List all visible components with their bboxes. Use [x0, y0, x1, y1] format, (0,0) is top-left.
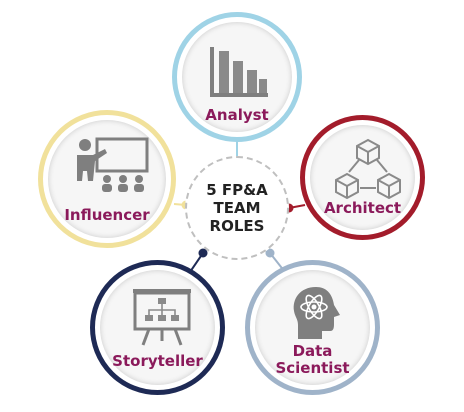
center-title-line1: 5 FP&A [206, 181, 268, 199]
role-analyst: Analyst [172, 12, 302, 142]
role-architect: Architect [300, 115, 425, 240]
bar-chart-icon [210, 47, 268, 97]
role-label-analyst: Analyst [205, 106, 269, 124]
center-title: 5 FP&A TEAM ROLES [185, 156, 289, 260]
teacher-audience-icon [77, 137, 149, 192]
center-title-line2: TEAM [213, 199, 261, 217]
role-storyteller: Storyteller [90, 260, 225, 395]
role-label-data-scientist-line2: Scientist [275, 359, 350, 377]
connector-dot-data-scientist [265, 248, 275, 258]
role-label-influencer: Influencer [64, 206, 150, 224]
cubes-network-icon [335, 138, 401, 200]
role-label-storyteller: Storyteller [112, 352, 203, 370]
role-label-architect: Architect [323, 199, 402, 217]
role-label-data-scientist-line1: Data [292, 342, 333, 360]
center-title-line3: ROLES [209, 217, 265, 235]
connector-dot-storyteller [198, 248, 208, 258]
role-label-data-scientist: Data Scientist [250, 343, 375, 377]
presentation-board-icon [133, 289, 191, 346]
role-data-scientist: Data Scientist [245, 260, 380, 395]
atom-head-icon [293, 287, 340, 339]
role-influencer: Influencer [38, 110, 176, 248]
